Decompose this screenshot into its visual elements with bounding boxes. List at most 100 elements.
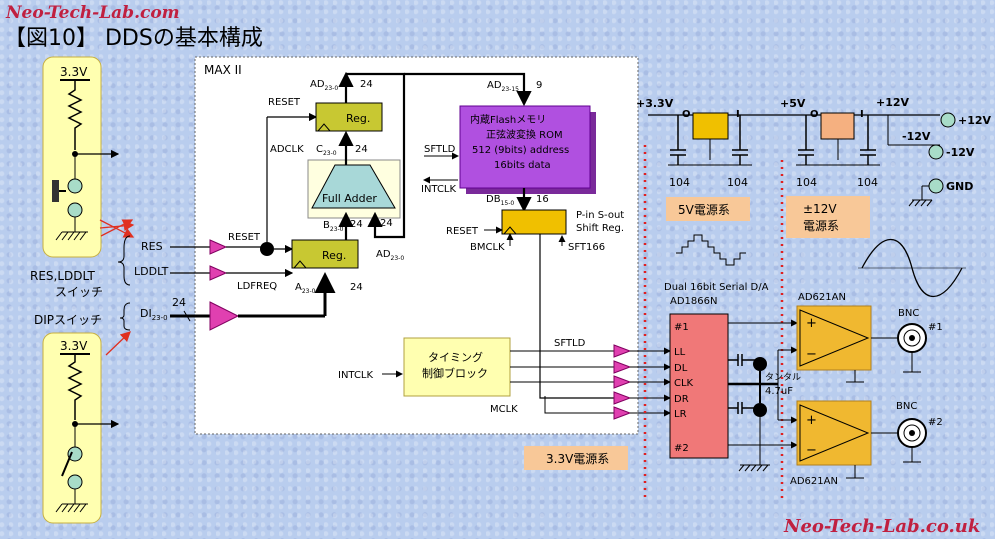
regulator-5v: [692, 112, 729, 140]
lddlt-signal-label: LDDLT: [134, 265, 169, 278]
reg-bottom-label: Reg.: [322, 249, 346, 262]
node-dot: [753, 357, 767, 371]
out-gnd: GND: [946, 180, 973, 193]
ground-icon: [55, 231, 88, 241]
c-bus-width: 24: [355, 144, 368, 155]
timing-line-1: タイミング: [428, 350, 483, 364]
ad-loop-width: 24: [380, 218, 393, 229]
cap-104-4: 104: [857, 176, 878, 189]
bnc1-num: #1: [928, 322, 943, 333]
rom-line-3: 512 (9bits) address: [472, 145, 569, 156]
v12-label: +12V: [876, 96, 910, 109]
dip-lever-icon: [61, 451, 73, 477]
dac-chip: [669, 313, 729, 459]
bnc-connector-icon: [897, 418, 927, 448]
dac-pin-dl: DL: [674, 363, 688, 374]
brand-top: Neo-Tech-Lab.com: [5, 3, 180, 23]
dac-pin-1: #1: [674, 322, 689, 333]
ad-rom-width: 9: [536, 80, 542, 91]
ad-rom-label: AD23-15: [487, 80, 519, 93]
power-5v-label: 5V電源系: [678, 203, 730, 217]
dac-pin-2: #2: [674, 443, 689, 454]
dac-title-1: Dual 16bit Serial D/A: [664, 282, 769, 293]
shift-register: [501, 209, 567, 235]
timing-block: [403, 337, 511, 397]
buffer-icon: [209, 239, 228, 255]
out-p12: +12V: [958, 114, 992, 127]
rom-line-1: 内蔵Flashメモリ: [470, 113, 546, 126]
dac-pin-clk: CLK: [674, 378, 694, 389]
sftld2-label: SFTLD: [554, 338, 586, 349]
page-title: 【図10】 DDSの基本構成: [4, 26, 263, 51]
reset-label-2: RESET: [228, 232, 261, 243]
adclk-label: ADCLK: [270, 144, 304, 155]
sftld-label: SFTLD: [424, 144, 456, 155]
ground-icon: [908, 199, 933, 207]
reset-label-1: RESET: [268, 97, 301, 108]
db-width: 16: [536, 194, 549, 205]
shift-label-2: Shift Reg.: [576, 223, 624, 234]
dip-label: DIPスイッチ: [34, 313, 102, 327]
buffer-icon: [613, 406, 632, 420]
sft166-label: SFT166: [568, 242, 605, 253]
a-bus-label: A23-0: [295, 282, 316, 295]
mclk-label: MCLK: [490, 404, 518, 415]
switch-contact-icon: [67, 202, 83, 218]
terminal-icon: [928, 178, 944, 194]
b-bus-width: 24: [350, 219, 363, 230]
terminal-icon: [928, 144, 944, 160]
reg2-o: O: [810, 109, 819, 120]
reg1-o: O: [682, 109, 691, 120]
dac-pin-ll: LL: [674, 347, 686, 358]
reg1-i: I: [736, 109, 740, 120]
ad-top-label: AD23-0: [310, 79, 338, 92]
supply-top-label: 3.3V: [60, 65, 88, 79]
ground-icon: [738, 464, 770, 472]
cap-104-3: 104: [796, 176, 817, 189]
di-label: DI23-0: [140, 307, 168, 322]
power-33-box: [524, 446, 628, 470]
shift-label-1: P-in S-out: [576, 210, 624, 221]
switch-panel-top: [42, 56, 102, 258]
di-bus-width: 24: [172, 296, 186, 309]
out-m12: -12V: [946, 146, 975, 159]
amp1-minus: −: [806, 347, 817, 362]
full-adder: [311, 164, 396, 209]
power-12v-label-1: ±12V: [803, 202, 837, 216]
supply-bottom-label: 3.3V: [60, 339, 88, 353]
brace-icon: [119, 302, 131, 331]
intclk2-label: INTCLK: [338, 370, 374, 381]
reg-top: [315, 102, 383, 132]
rom-line-2: 正弦波変換 ROM: [486, 128, 563, 141]
ad-top-width: 24: [360, 79, 373, 90]
reset-label-3: RESET: [446, 226, 479, 237]
switch-label-1: RES,LDDLT: [30, 269, 96, 283]
stair-wave-icon: [676, 234, 746, 266]
pushbutton-icon: [52, 180, 59, 202]
amp2-minus: −: [806, 443, 817, 458]
buffer-icon: [209, 301, 240, 331]
rom-block: [459, 105, 591, 189]
cap-label-1: タンタル: [765, 372, 801, 383]
cap-104-2: 104: [727, 176, 748, 189]
dac-title-2: AD1866N: [670, 296, 717, 307]
amp1-label: AD621AN: [798, 292, 846, 303]
bnc2-num: #2: [928, 417, 943, 428]
power-12v-label-2: 電源系: [803, 219, 839, 233]
c-bus-label: C23-0: [316, 144, 337, 157]
reg-top-label: Reg.: [346, 112, 370, 125]
res-signal-label: RES: [141, 240, 163, 253]
buffer-icon: [209, 265, 228, 281]
buffer-icon: [613, 360, 632, 374]
timing-line-2: 制御ブロック: [422, 366, 488, 380]
reg2-i: I: [860, 109, 864, 120]
switch-label-2: スイッチ: [55, 285, 103, 299]
reset-node: [260, 242, 274, 256]
bnc1-label: BNC: [898, 308, 919, 319]
brace-icon: [117, 235, 131, 286]
power-5v-box: [666, 197, 750, 221]
maxii-label: MAX II: [204, 63, 242, 77]
ldfreq-label: LDFREQ: [237, 281, 277, 292]
